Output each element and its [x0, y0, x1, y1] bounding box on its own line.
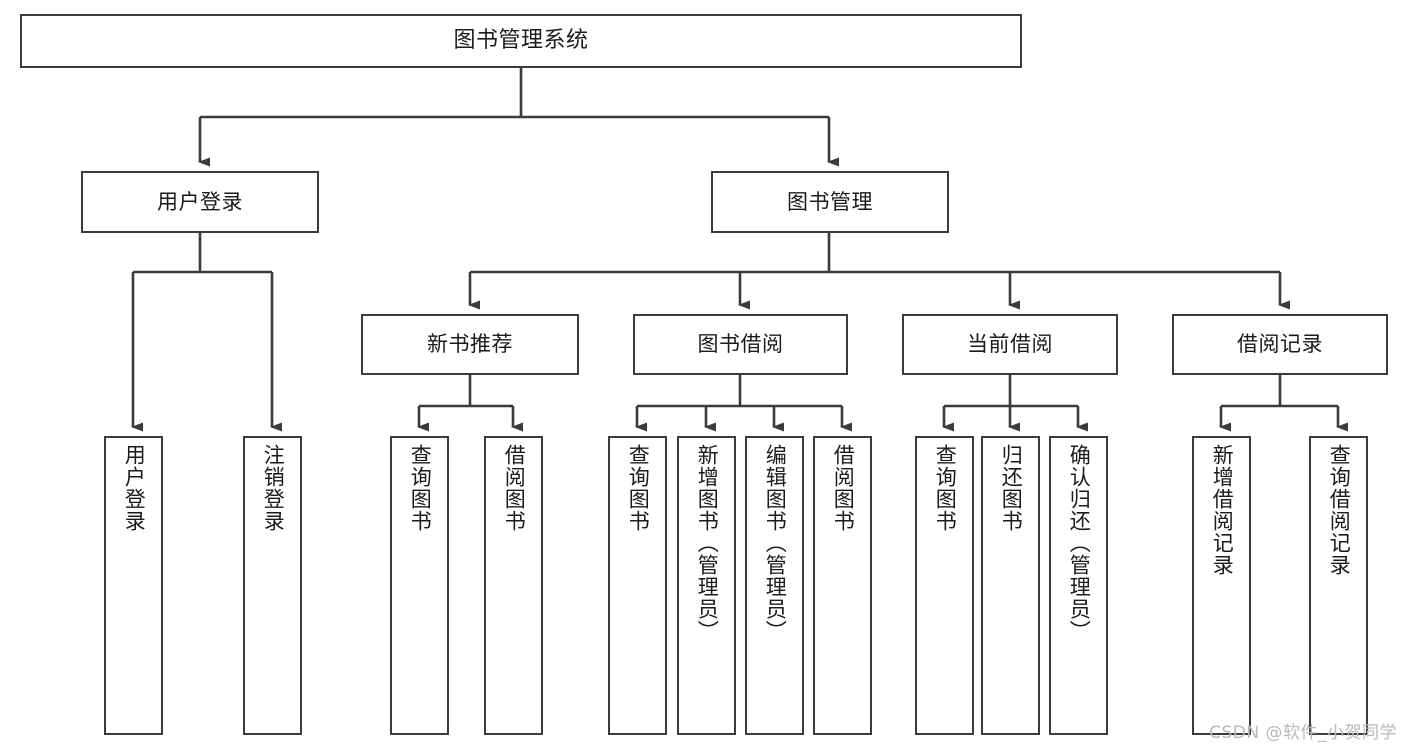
node-book-borrow[interactable]: 图书借阅 [633, 314, 848, 375]
node-new-book-recommend[interactable]: 新书推荐 [361, 314, 579, 375]
leaf-current-return-book[interactable]: 归还图书 [981, 436, 1040, 735]
leaf-borrow-add-book[interactable]: 新增图书（管理员） [677, 436, 736, 735]
node-book-management[interactable]: 图书管理 [711, 171, 949, 233]
node-user-login[interactable]: 用户登录 [81, 171, 319, 233]
node-label: 新增借阅记录 [1210, 444, 1235, 576]
leaf-user-login-login[interactable]: 用户登录 [104, 436, 163, 735]
node-label: 用户登录 [122, 444, 147, 532]
node-label: 图书管理系统 [453, 28, 589, 54]
node-borrow-record[interactable]: 借阅记录 [1172, 314, 1388, 375]
node-label: 注销登录 [261, 444, 286, 532]
node-label: 新书推荐 [427, 332, 513, 357]
node-root-system[interactable]: 图书管理系统 [20, 14, 1022, 68]
leaf-record-add-record[interactable]: 新增借阅记录 [1192, 436, 1251, 735]
node-label: 图书借阅 [697, 332, 784, 357]
node-label: 图书管理 [787, 189, 873, 214]
node-label: 借阅图书 [502, 444, 527, 532]
node-label: 查询图书 [626, 444, 651, 532]
leaf-current-query-book[interactable]: 查询图书 [915, 436, 974, 735]
leaf-borrow-edit-book[interactable]: 编辑图书（管理员） [745, 436, 804, 735]
node-label: 确认归还（管理员） [1067, 444, 1092, 642]
node-label: 编辑图书（管理员） [763, 444, 788, 642]
node-label: 借阅记录 [1237, 332, 1323, 357]
node-label: 借阅图书 [831, 444, 856, 532]
node-label: 查询图书 [408, 444, 433, 532]
node-label: 查询图书 [933, 444, 958, 532]
leaf-record-query-record[interactable]: 查询借阅记录 [1309, 436, 1368, 735]
node-label: 归还图书 [999, 444, 1024, 532]
leaf-current-confirm-return[interactable]: 确认归还（管理员） [1049, 436, 1108, 735]
node-label: 当前借阅 [967, 332, 1053, 357]
node-label: 查询借阅记录 [1327, 444, 1352, 576]
node-label: 用户登录 [157, 189, 243, 214]
leaf-recommend-borrow-book[interactable]: 借阅图书 [484, 436, 543, 735]
node-label: 新增图书（管理员） [695, 444, 720, 642]
leaf-user-login-logout[interactable]: 注销登录 [243, 436, 302, 735]
leaf-borrow-query-book[interactable]: 查询图书 [608, 436, 667, 735]
leaf-borrow-borrow-book[interactable]: 借阅图书 [813, 436, 872, 735]
node-current-borrow[interactable]: 当前借阅 [902, 314, 1118, 375]
leaf-recommend-query-book[interactable]: 查询图书 [390, 436, 449, 735]
